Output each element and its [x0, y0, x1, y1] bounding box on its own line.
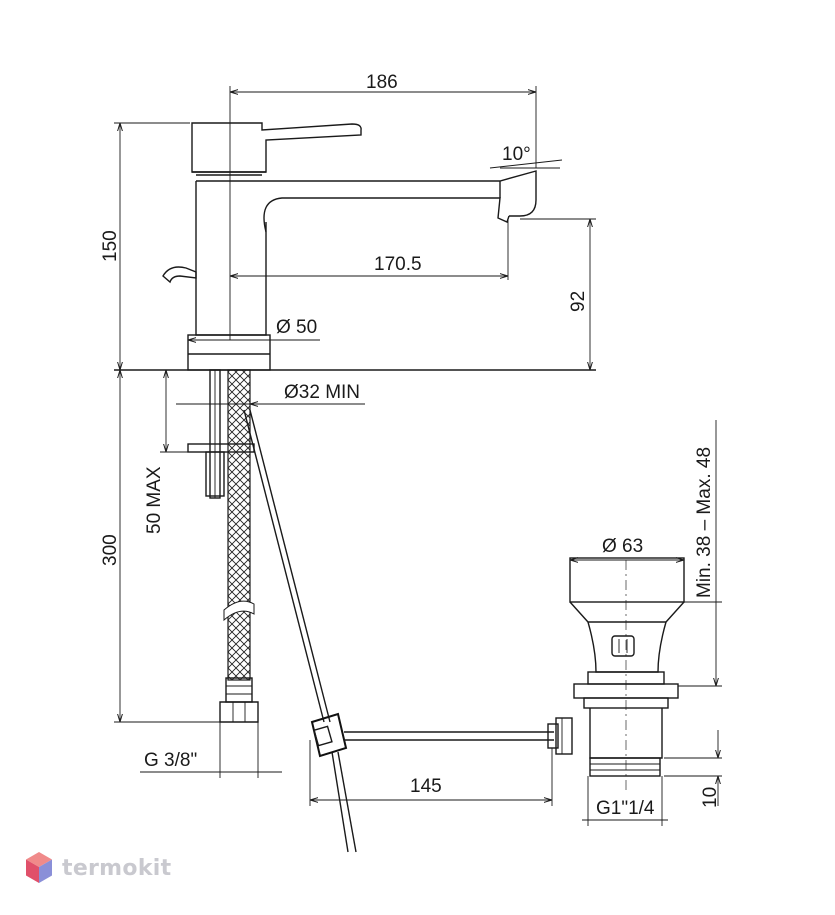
dim-hole-diameter: Ø32 MIN	[284, 382, 360, 403]
dim-base-diameter: Ø 50	[276, 317, 317, 338]
dim-170-5: 170.5	[374, 254, 422, 275]
dim-300: 300	[100, 534, 121, 566]
waste-assembly	[547, 557, 685, 790]
under-deck-parts	[187, 369, 554, 853]
brand-watermark: termokit	[24, 850, 171, 886]
dim-186: 186	[366, 72, 398, 93]
faucet-body	[114, 122, 596, 371]
dim-waste-thread: G1"1/4	[596, 798, 655, 819]
hexagon-cube-icon	[26, 852, 52, 883]
brand-name: termokit	[62, 855, 172, 881]
dim-150: 150	[100, 230, 121, 262]
dimension-labels: 186 10° 170.5 150 92 Ø 50 Ø32 MIN 50 MAX…	[100, 72, 721, 819]
dim-10-deg: 10°	[502, 144, 531, 165]
dim-145: 145	[410, 776, 442, 797]
dim-50-max: 50 MAX	[144, 466, 165, 534]
dim-waste-tail: 10	[700, 787, 721, 808]
dim-92: 92	[568, 291, 589, 312]
dim-waste-thickness: Min. 38 – Max. 48	[694, 447, 715, 598]
dimension-lines	[114, 86, 722, 826]
dim-waste-diameter: Ø 63	[602, 536, 643, 557]
dim-hose-thread: G 3/8"	[144, 750, 197, 771]
